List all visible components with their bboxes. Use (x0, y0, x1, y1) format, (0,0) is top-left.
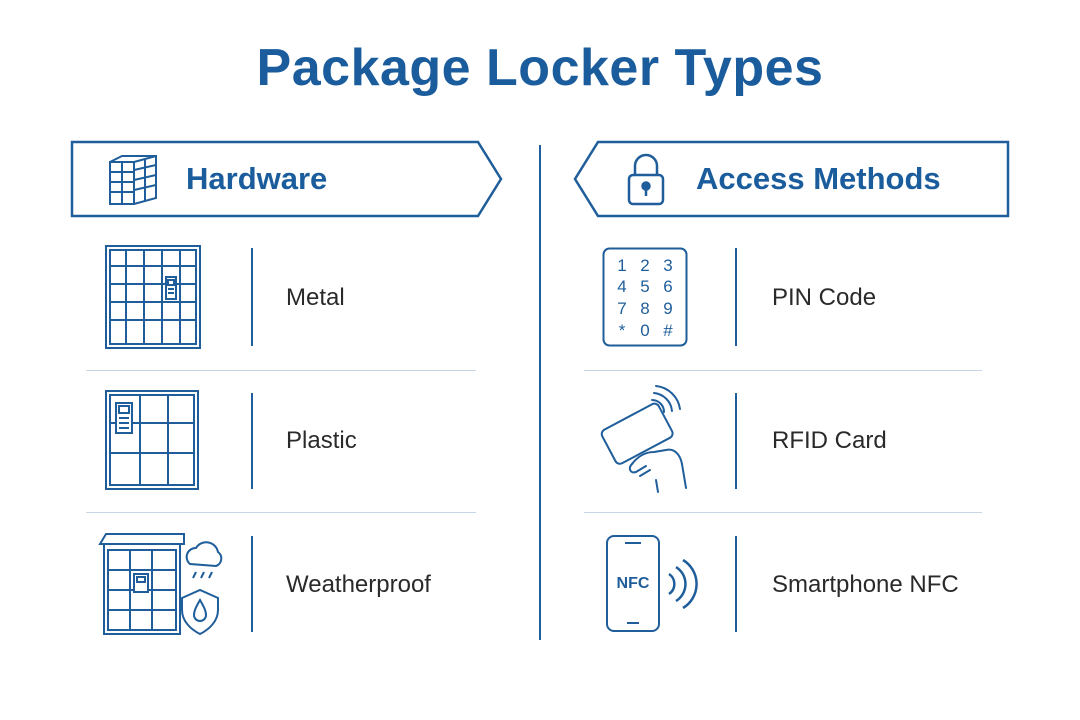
plastic-locker-icon (105, 390, 199, 490)
locker-bank-icon (109, 155, 157, 205)
rfid-card-label: RFID Card (772, 427, 887, 454)
smartphone-nfc-row-divider (735, 536, 737, 632)
keypad-key: 6 (663, 277, 672, 296)
pin-code-row-divider (735, 248, 737, 346)
padlock-icon (627, 153, 665, 206)
rfid-card-icon (600, 385, 687, 493)
keypad-key: 1 (617, 256, 626, 275)
keypad-key: * (619, 321, 626, 340)
metal-locker-icon (105, 245, 201, 349)
weatherproof-label: Weatherproof (286, 571, 431, 598)
smartphone-nfc-icon: NFC (606, 535, 698, 632)
left-separator-1 (86, 370, 476, 371)
metal-label: Metal (286, 284, 345, 311)
keypad-key: 5 (640, 277, 649, 296)
keypad-key: 3 (663, 256, 672, 275)
keypad-key: 7 (617, 299, 626, 318)
weatherproof-row-divider (251, 536, 253, 632)
access-methods-header: Access Methods (572, 140, 1010, 218)
keypad-key: 9 (663, 299, 672, 318)
keypad-key: 0 (640, 321, 649, 340)
rfid-card-row-divider (735, 393, 737, 489)
left-separator-2 (86, 512, 476, 513)
hardware-header: Hardware (70, 140, 504, 218)
right-separator-2 (584, 512, 982, 513)
plastic-row-divider (251, 393, 253, 489)
hardware-banner-shape (70, 140, 503, 218)
center-divider (539, 145, 541, 640)
access-methods-header-label: Access Methods (696, 161, 941, 196)
keypad-key: # (663, 321, 673, 340)
hardware-header-label: Hardware (186, 161, 328, 196)
keypad-key: 4 (617, 277, 626, 296)
access-methods-banner-shape (573, 140, 1010, 218)
metal-row-divider (251, 248, 253, 346)
keypad-key: 8 (640, 299, 649, 318)
pin-code-label: PIN Code (772, 284, 877, 311)
right-separator-1 (584, 370, 982, 371)
page-title: Package Locker Types (256, 39, 824, 97)
weatherproof-locker-icon (98, 533, 223, 636)
plastic-label: Plastic (286, 427, 357, 454)
keypad-key: 2 (640, 256, 649, 275)
smartphone-nfc-label: Smartphone NFC (772, 571, 959, 598)
nfc-icon-text: NFC (617, 575, 650, 592)
